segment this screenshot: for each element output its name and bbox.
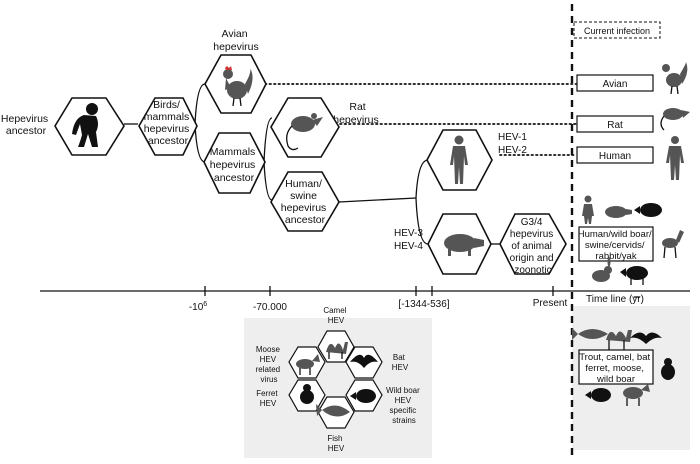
hepevirus-ancestor-label: Hepevirus ancestor — [1, 113, 51, 137]
tick-label: -70.000 — [253, 302, 287, 313]
bat-hev-label: Bat HEV — [392, 353, 409, 372]
branch-line — [415, 159, 429, 199]
timeline-label: Time line (yr) — [586, 294, 644, 305]
chicken-icon — [662, 62, 688, 95]
hev34-label: HEV-3 HEV-4 — [394, 228, 426, 252]
ferret-icon — [300, 384, 314, 404]
fish-icon — [316, 404, 350, 417]
camel-icon — [606, 330, 632, 350]
other-host-box — [578, 349, 654, 385]
human-swine-hex — [270, 171, 340, 232]
wild-boar-icon — [350, 389, 376, 403]
tick-label: Present — [533, 298, 568, 309]
moose-icon — [623, 384, 650, 406]
g34-label: G3/4 hepevirus of animal origin and zoon… — [510, 217, 557, 276]
ferret-icon — [661, 358, 675, 380]
birds-mammals-hex — [138, 97, 198, 156]
avian-hepevirus-label: Avian hepevirus — [213, 28, 259, 53]
mammals-label: Mammals hepevirus ancestor — [210, 146, 258, 184]
branch-line — [415, 197, 429, 245]
g34-hex — [499, 213, 567, 275]
rat-host-box — [576, 115, 654, 133]
rat-host-label: Rat — [607, 120, 623, 131]
human-icon — [582, 195, 594, 224]
branch-line — [194, 83, 206, 125]
bat-icon — [630, 332, 662, 344]
branch-line — [263, 161, 273, 201]
multi-host-label: Human/wild boar/ swine/cervids/ rabbit/y… — [578, 229, 655, 262]
avian-host-label: Avian — [603, 79, 628, 90]
avian-host-box — [576, 74, 654, 92]
branch-line — [263, 117, 273, 163]
human-swine-label: Human/ swine hepevirus ancestor — [281, 178, 329, 226]
bat-icon — [350, 354, 378, 368]
other-host-label: Trout, camel, bat ferret, moose, wild bo… — [579, 352, 653, 385]
rat-hepevirus-label: Rat hepevirus — [333, 101, 379, 126]
human-icon — [666, 136, 684, 180]
wild-boar-hev-label: Wild boar HEV specific strains — [386, 386, 422, 425]
trout-icon — [572, 328, 608, 340]
pig-icon — [444, 234, 484, 256]
pig-icon — [605, 206, 632, 218]
fish-hev-label: Fish HEV — [327, 434, 345, 453]
ape-icon — [72, 103, 98, 147]
rat-icon — [286, 113, 323, 151]
tick-label: -106 — [189, 301, 207, 313]
human-host-label: Human — [599, 151, 631, 162]
camel-hev-label: Camel HEV — [323, 306, 348, 325]
chicken-icon — [223, 66, 253, 107]
human-host-box — [576, 146, 654, 164]
rabbit-icon — [592, 257, 612, 282]
human-icon — [450, 135, 468, 184]
current-infection-label: Current infection — [584, 26, 650, 36]
ferret-hev-label: Ferret HEV — [256, 389, 280, 408]
rat-icon — [660, 108, 690, 131]
hev12-label: HEV-1 HEV-2 — [498, 132, 530, 156]
current-infection-box — [573, 21, 661, 39]
camel-icon — [326, 342, 348, 359]
yak-icon — [620, 266, 648, 285]
mammals-hex — [203, 132, 266, 194]
branch-line — [338, 197, 417, 203]
branch-line — [194, 123, 206, 163]
deer-icon — [662, 230, 684, 259]
wild-boar-icon — [585, 388, 611, 402]
wild-boar-icon — [634, 203, 662, 217]
multi-host-box — [578, 226, 654, 262]
moose-hev-label: Moose HEV related virus — [256, 345, 283, 384]
moose-icon — [296, 354, 320, 375]
tick-label: [-1344-536] — [398, 299, 449, 310]
birds-mammals-label: Birds/ mammals hepevirus ancestor — [144, 99, 192, 147]
